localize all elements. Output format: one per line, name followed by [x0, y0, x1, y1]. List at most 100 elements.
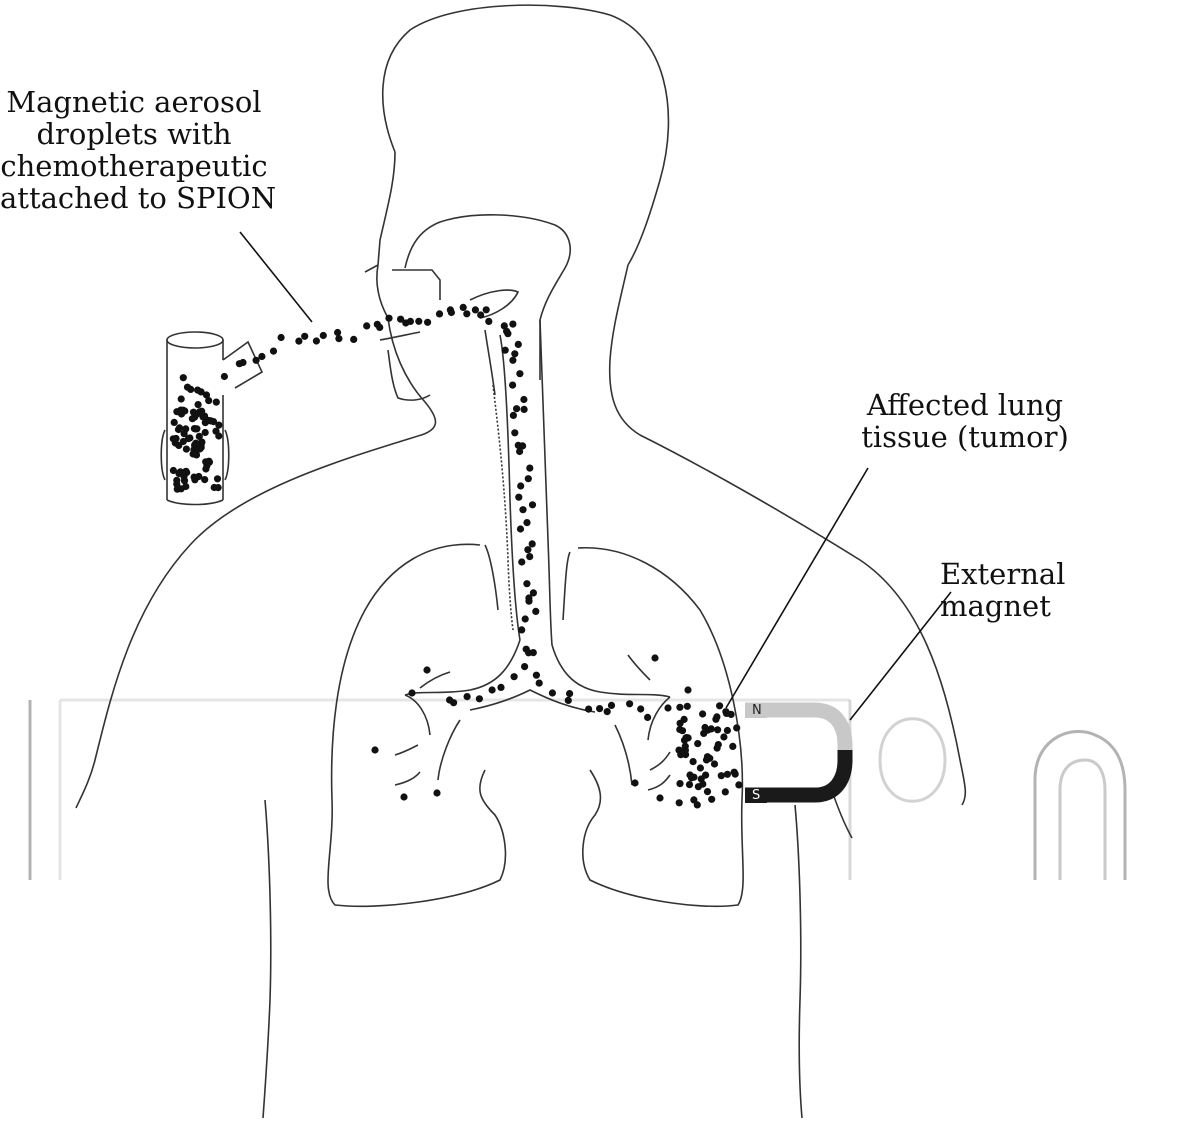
- aerosol-particle: [525, 649, 532, 656]
- aerosol-particle: [715, 741, 722, 748]
- aerosol-label: Magnetic aerosol droplets with chemother…: [0, 86, 268, 214]
- aerosol-particle: [515, 341, 522, 348]
- aerosol-particle: [521, 406, 528, 413]
- aerosol-particle: [733, 724, 740, 731]
- aerosol-particle: [523, 519, 530, 526]
- aerosol-particle: [724, 727, 731, 734]
- aerosol-particle: [460, 304, 467, 311]
- aerosol-particle: [510, 673, 517, 680]
- tumor-label: Affected lung tissue (tumor): [840, 389, 1090, 453]
- aerosol-particle: [732, 771, 739, 778]
- aerosol-particle: [497, 684, 504, 691]
- aerosol-particle: [397, 316, 404, 323]
- aerosol-particle: [182, 483, 189, 490]
- aerosol-particle: [509, 357, 516, 364]
- aerosol-particle: [704, 788, 711, 795]
- aerosol-particle: [400, 793, 407, 800]
- aerosol-particle: [526, 553, 533, 560]
- aerosol-particle: [523, 580, 530, 587]
- aerosol-particle: [521, 663, 528, 670]
- aerosol-particle: [532, 608, 539, 615]
- aerosol-particle: [464, 693, 471, 700]
- aerosol-particle: [180, 374, 187, 381]
- aerosol-particle: [515, 494, 522, 501]
- aerosol-particle: [713, 713, 720, 720]
- aerosol-particle: [519, 506, 526, 513]
- magnet-south-label: S: [752, 789, 760, 803]
- aerosol-particle: [483, 306, 490, 313]
- aerosol-particle: [520, 396, 527, 403]
- aerosol-particle: [511, 350, 518, 357]
- aerosol-particle: [699, 710, 706, 717]
- aerosol-particle: [334, 329, 341, 336]
- aerosol-particle: [664, 704, 671, 711]
- aerosol-particle: [198, 408, 205, 415]
- aerosol-particle: [735, 781, 742, 788]
- aerosol-particle: [207, 417, 214, 424]
- aerosol-particle: [295, 338, 302, 345]
- aerosol-particle: [677, 720, 684, 727]
- aerosol-particle: [477, 311, 484, 318]
- aerosol-particle: [181, 430, 188, 437]
- aerosol-particle: [433, 789, 440, 796]
- aerosol-particle: [463, 310, 470, 317]
- tumor-label-line: tissue (tumor): [840, 421, 1090, 453]
- aerosol-particle: [585, 706, 592, 713]
- aerosol-particle: [278, 334, 285, 341]
- aerosol-leader-line: [240, 232, 312, 322]
- aerosol-particle: [485, 318, 492, 325]
- aerosol-particle: [525, 594, 532, 601]
- aerosol-particle: [637, 705, 644, 712]
- aerosol-particle: [213, 399, 220, 406]
- aerosol-particle: [676, 780, 683, 787]
- aerosol-particle: [724, 771, 731, 778]
- aerosol-particle: [178, 395, 185, 402]
- aerosol-particle: [180, 438, 187, 445]
- aerosol-particle: [407, 318, 414, 325]
- aerosol-particle: [211, 484, 218, 491]
- aerosol-particle: [195, 473, 202, 480]
- aerosol-particle: [711, 760, 718, 767]
- aerosol-particle: [533, 672, 540, 679]
- aerosol-label-line: chemotherapeutic: [0, 150, 268, 182]
- aerosol-particle: [679, 727, 686, 734]
- aerosol-particle: [702, 772, 709, 779]
- aerosol-particle: [203, 462, 210, 469]
- aerosol-particle: [703, 756, 710, 763]
- aerosol-particle: [415, 318, 422, 325]
- aerosol-particle: [518, 626, 525, 633]
- aerosol-particle: [363, 322, 370, 329]
- aerosol-particle: [604, 708, 611, 715]
- aerosol-particle: [472, 306, 479, 313]
- aerosol-particle: [729, 743, 736, 750]
- magnet-leader-line: [850, 592, 951, 720]
- aerosol-particle: [516, 448, 523, 455]
- aerosol-particle: [708, 796, 715, 803]
- aerosol-label-line: droplets with: [0, 118, 268, 150]
- aerosol-particle: [522, 615, 529, 622]
- aerosol-particle: [511, 429, 518, 436]
- aerosol-particle: [335, 335, 342, 342]
- aerosol-particle: [476, 695, 483, 702]
- aerosol-particle: [700, 730, 707, 737]
- aerosol-particle: [644, 714, 651, 721]
- aerosol-particle: [676, 799, 683, 806]
- aerosol-particle: [529, 540, 536, 547]
- aerosol-particle: [686, 781, 693, 788]
- aerosol-particle: [676, 704, 683, 711]
- aerosol-particle: [171, 419, 178, 426]
- aerosol-label-line: attached to SPION: [0, 182, 268, 214]
- aerosol-particle: [195, 401, 202, 408]
- aerosol-particle: [184, 384, 191, 391]
- aerosol-particle: [516, 370, 523, 377]
- aerosol-particle: [697, 764, 704, 771]
- aerosol-particle: [320, 332, 327, 339]
- aerosol-particle: [170, 467, 177, 474]
- aerosol-particle: [448, 309, 455, 316]
- aerosol-particle: [513, 405, 520, 412]
- aerosol-particle: [565, 697, 572, 704]
- aerosol-particle: [708, 725, 715, 732]
- aerosol-particle: [566, 690, 573, 697]
- aerosol-particle: [694, 740, 701, 747]
